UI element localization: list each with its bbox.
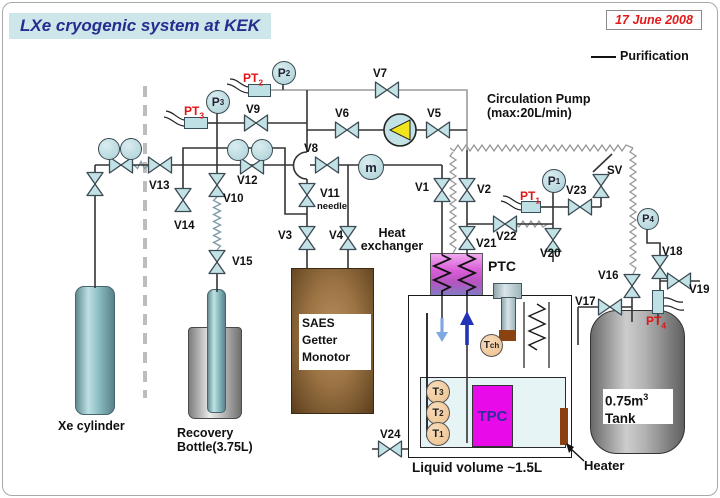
heat-exchanger <box>430 253 483 297</box>
recovery-bottle-inner-tube <box>207 289 226 413</box>
regulator-gauge <box>98 138 120 160</box>
circulation-pump-label: Circulation Pump (max:20L/min) <box>487 92 591 120</box>
regulator-gauge <box>120 138 142 160</box>
label-v19: V19 <box>689 284 710 296</box>
label-v11: V11 <box>320 188 340 200</box>
storage-tank: 0.75m3 Tank <box>590 310 685 454</box>
xe-cylinder <box>75 286 115 415</box>
label-v22: V22 <box>496 231 517 243</box>
legend-purification-label: Purification <box>620 49 689 63</box>
regulator-gauge <box>251 139 273 161</box>
label-v8: V8 <box>304 143 319 155</box>
pt3-sensor-body <box>184 117 208 129</box>
label-v10: V10 <box>223 193 244 205</box>
ptc-label: PTC <box>488 258 516 274</box>
label-sv: SV <box>607 165 623 177</box>
label-v21: V21 <box>476 238 497 250</box>
label-v20: V20 <box>540 248 561 260</box>
label-v13: V13 <box>149 180 170 192</box>
heater-element <box>560 408 568 445</box>
label-v5: V5 <box>427 108 442 120</box>
saes-getter-label: SAES Getter Monotor <box>299 314 371 370</box>
label-v12: V12 <box>237 175 258 187</box>
label-v2: V2 <box>477 184 492 196</box>
heater-label: Heater <box>584 458 625 473</box>
label-v15: V15 <box>232 256 253 268</box>
pt1-sensor-body <box>521 201 541 213</box>
liquid-volume-label: Liquid volume ~1.5L <box>412 460 543 475</box>
page-title: LXe cryogenic system at KEK <box>9 13 271 39</box>
ptc-cold-head-tip <box>499 330 516 341</box>
label-v1: V1 <box>415 182 430 194</box>
pt4-label: PT4 <box>646 314 667 331</box>
xe-cylinder-label: Xe cylinder <box>58 419 125 433</box>
label-v24: V24 <box>380 429 401 441</box>
label-v9: V9 <box>246 104 261 116</box>
regulator-gauge <box>227 139 249 161</box>
tank-label: 0.75m3 Tank <box>603 389 673 426</box>
label-v14: V14 <box>174 220 195 232</box>
ptc-cold-head-stem <box>501 297 516 332</box>
label-v6: V6 <box>335 108 350 120</box>
tpc-detector: TPC <box>472 385 513 447</box>
label-v7: V7 <box>373 68 388 80</box>
label-v3: V3 <box>278 230 293 242</box>
pt4-sensor-body <box>652 290 664 314</box>
pt2-sensor-body <box>248 84 271 97</box>
label-v18: V18 <box>662 246 683 258</box>
label-v11-needle: needle <box>317 201 348 212</box>
pt3-label: PT3 <box>184 104 205 121</box>
saes-getter-purifier: SAES Getter Monotor <box>291 268 374 414</box>
pt2-label: PT2 <box>243 71 264 88</box>
label-v23: V23 <box>566 185 587 197</box>
pt1-label: PT1 <box>520 189 541 206</box>
label-v17: V17 <box>575 296 596 308</box>
flow-meter: m <box>358 154 384 180</box>
date-badge: 17 June 2008 <box>606 10 702 30</box>
heat-exchanger-label: Heat exchanger <box>360 226 424 253</box>
label-v16: V16 <box>598 270 619 282</box>
label-v4: V4 <box>329 230 344 242</box>
recovery-bottle-label: Recovery Bottle(3.75L) <box>177 426 253 454</box>
